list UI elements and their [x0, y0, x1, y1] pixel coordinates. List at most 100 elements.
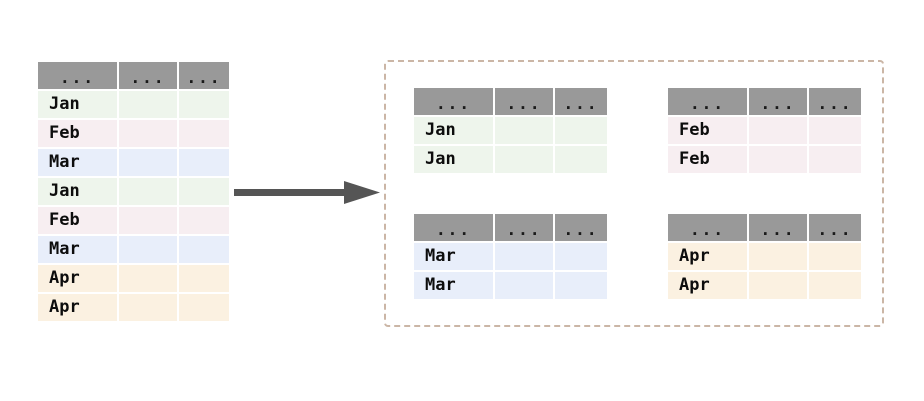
column-header-1: ...: [749, 88, 807, 115]
table-row: Jan: [38, 91, 229, 118]
row-label-cell: Feb: [38, 120, 117, 147]
row-label-cell: Feb: [668, 146, 747, 173]
column-header-2: ...: [809, 214, 861, 241]
row-value-cell-2: [179, 236, 229, 263]
table-row: Feb: [668, 117, 861, 144]
row-label-cell: Mar: [414, 243, 493, 270]
column-header-0: ...: [668, 88, 747, 115]
row-value-cell-1: [119, 178, 177, 205]
column-header-0: ...: [414, 214, 493, 241]
row-label-cell: Mar: [38, 149, 117, 176]
table-row: Mar: [38, 149, 229, 176]
row-value-cell-1: [119, 120, 177, 147]
row-label-cell: Jan: [38, 91, 117, 118]
transform-arrow: [234, 178, 384, 208]
row-value-cell-1: [495, 243, 553, 270]
row-value-cell-1: [495, 117, 553, 144]
table-row: Jan: [38, 178, 229, 205]
row-value-cell-1: [749, 272, 807, 299]
row-label-cell: Feb: [668, 117, 747, 144]
table-row: Apr: [38, 294, 229, 321]
row-value-cell-2: [179, 178, 229, 205]
row-value-cell-2: [809, 117, 861, 144]
row-value-cell-2: [555, 243, 607, 270]
row-value-cell-1: [119, 207, 177, 234]
table-row: Apr: [668, 243, 861, 270]
row-value-cell-1: [749, 243, 807, 270]
row-value-cell-2: [555, 272, 607, 299]
table-row: Feb: [668, 146, 861, 173]
table-row: Feb: [38, 120, 229, 147]
partition-apr-header: ... ... ...: [668, 214, 861, 241]
row-value-cell-1: [119, 149, 177, 176]
partition-mar-header: ... ... ...: [414, 214, 607, 241]
column-header-0: ...: [668, 214, 747, 241]
table-row: Feb: [38, 207, 229, 234]
row-value-cell-1: [119, 236, 177, 263]
row-value-cell-2: [179, 120, 229, 147]
row-value-cell-1: [495, 146, 553, 173]
partition-group-container: [384, 60, 884, 327]
table-row: Jan: [414, 117, 607, 144]
row-value-cell-2: [179, 149, 229, 176]
arrow-icon: [234, 181, 380, 204]
source-table-header: ... ... ...: [38, 62, 229, 89]
row-value-cell-2: [809, 272, 861, 299]
table-row: Mar: [414, 272, 607, 299]
column-header-2: ...: [555, 88, 607, 115]
row-label-cell: Apr: [668, 272, 747, 299]
table-row: Mar: [414, 243, 607, 270]
row-label-cell: Apr: [38, 265, 117, 292]
row-label-cell: Jan: [38, 178, 117, 205]
table-header-row: ... ... ...: [414, 88, 607, 115]
column-header-1: ...: [749, 214, 807, 241]
table-header-row: ... ... ...: [414, 214, 607, 241]
table-row: Mar: [38, 236, 229, 263]
column-header-0: ...: [414, 88, 493, 115]
row-value-cell-1: [119, 91, 177, 118]
row-value-cell-1: [495, 272, 553, 299]
row-label-cell: Apr: [668, 243, 747, 270]
table-header-row: ... ... ...: [668, 88, 861, 115]
row-label-cell: Mar: [38, 236, 117, 263]
row-label-cell: Jan: [414, 146, 493, 173]
row-value-cell-1: [749, 146, 807, 173]
row-value-cell-2: [179, 91, 229, 118]
row-value-cell-2: [179, 265, 229, 292]
column-header-2: ...: [179, 62, 229, 89]
row-value-cell-2: [555, 146, 607, 173]
row-value-cell-2: [555, 117, 607, 144]
row-value-cell-1: [119, 265, 177, 292]
column-header-0: ...: [38, 62, 117, 89]
row-label-cell: Apr: [38, 294, 117, 321]
column-header-1: ...: [119, 62, 177, 89]
row-label-cell: Jan: [414, 117, 493, 144]
row-value-cell-2: [179, 294, 229, 321]
row-value-cell-2: [809, 146, 861, 173]
row-value-cell-1: [749, 117, 807, 144]
column-header-2: ...: [555, 214, 607, 241]
column-header-2: ...: [809, 88, 861, 115]
table-row: Jan: [414, 146, 607, 173]
partition-feb-header: ... ... ...: [668, 88, 861, 115]
table-row: Apr: [38, 265, 229, 292]
row-value-cell-1: [119, 294, 177, 321]
row-label-cell: Feb: [38, 207, 117, 234]
row-value-cell-2: [179, 207, 229, 234]
table-header-row: ... ... ...: [668, 214, 861, 241]
row-label-cell: Mar: [414, 272, 493, 299]
row-value-cell-2: [809, 243, 861, 270]
table-header-row: ... ... ...: [38, 62, 229, 89]
column-header-1: ...: [495, 214, 553, 241]
column-header-1: ...: [495, 88, 553, 115]
